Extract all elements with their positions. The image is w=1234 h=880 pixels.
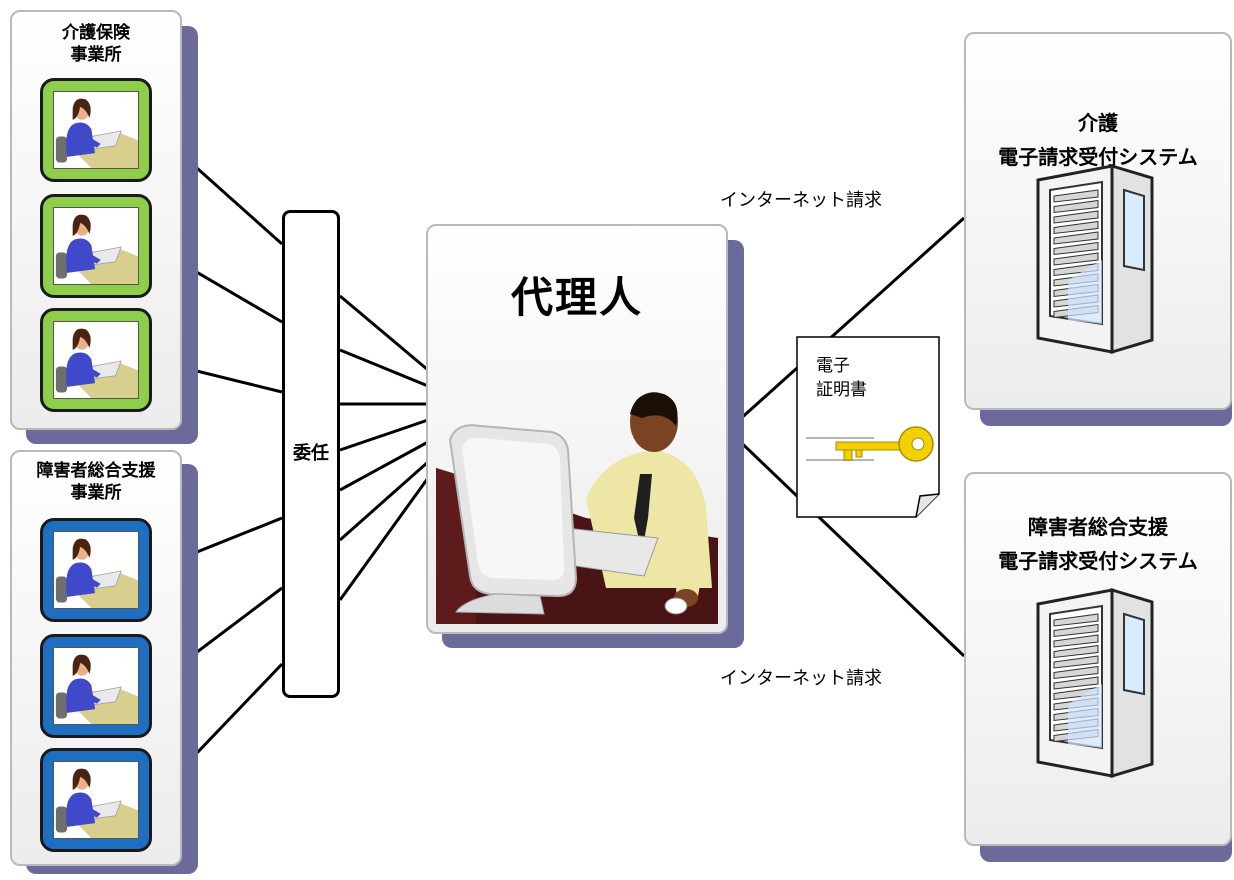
woman-at-desk-icon: [53, 321, 139, 399]
line-internet-bottom: [726, 428, 966, 658]
kaigo-system-panel: 介護 電子請求受付システム: [964, 32, 1232, 410]
agent-title: 代理人: [510, 273, 643, 322]
kaigo-group-label: 介護保険 事業所: [62, 23, 130, 65]
man-at-computer-icon: [436, 392, 718, 624]
internet-label-top: インターネット請求: [720, 190, 882, 211]
shogai-office-tile-1: [40, 518, 152, 622]
line-delegate-5: [339, 440, 429, 492]
line-delegate-7: [338, 477, 430, 601]
line-delegate-1: [339, 294, 429, 372]
shogai-system-panel: 障害者総合支援 電子請求受付システム: [964, 472, 1232, 846]
document-shape: [796, 336, 940, 518]
server-rack-icon: [1036, 587, 1154, 779]
certificate-label: 電子 証明書: [816, 356, 867, 400]
line-delegate-2: [339, 348, 429, 388]
line-internet-top: [726, 216, 966, 432]
shogai-group-label: 障害者総合支援 事業所: [36, 461, 156, 503]
kaigo-office-tile-1: [40, 78, 152, 182]
agent-panel: 代理人: [426, 224, 728, 634]
internet-label-bottom: インターネット請求: [720, 668, 882, 689]
woman-at-desk-icon: [53, 531, 139, 609]
woman-at-desk-icon: [53, 761, 139, 839]
kaigo-system-title: 介護 電子請求受付システム: [998, 111, 1198, 169]
delegation-label: 委任: [293, 443, 329, 464]
shogai-office-tile-3: [40, 748, 152, 852]
shogai-office-tile-2: [40, 634, 152, 738]
kaigo-office-tile-3: [40, 308, 152, 412]
woman-at-desk-icon: [53, 207, 139, 285]
woman-at-desk-icon: [53, 647, 139, 725]
certificate-document: 電子 証明書: [796, 336, 940, 518]
line-delegate-6: [339, 460, 429, 542]
server-rack-icon: [1036, 163, 1154, 355]
shogai-system-title: 障害者総合支援 電子請求受付システム: [998, 515, 1198, 573]
delegation-bar: 委任: [282, 210, 340, 698]
kaigo-office-tile-2: [40, 194, 152, 298]
key-icon: [806, 426, 934, 462]
woman-at-desk-icon: [53, 91, 139, 169]
line-delegate-4: [339, 418, 429, 452]
